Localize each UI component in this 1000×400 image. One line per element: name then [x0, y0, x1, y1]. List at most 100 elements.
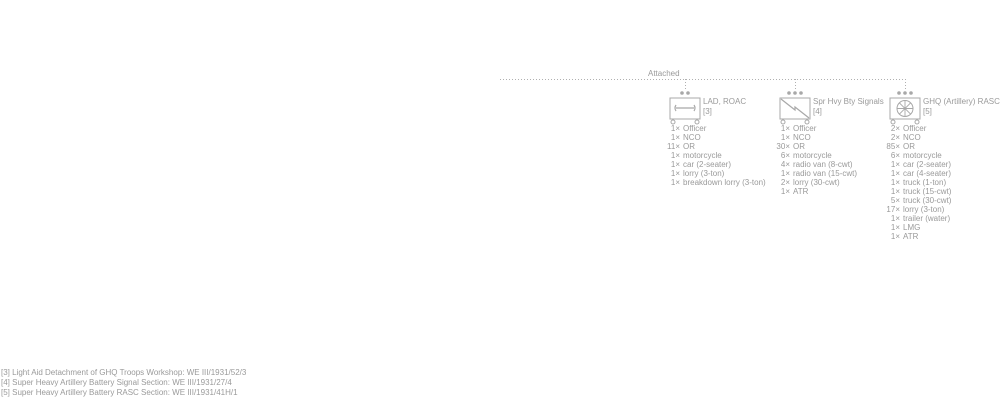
- equipment-qty: 1×: [780, 169, 790, 178]
- equipment-item: 1×car (2-seater): [671, 160, 766, 169]
- equipment-qty: 1×: [890, 169, 900, 178]
- equipment-item: 17×lorry (3-ton): [886, 205, 951, 214]
- equipment-item: 11×OR: [667, 142, 766, 151]
- equipment-item: 4×radio van (8-cwt): [781, 160, 857, 169]
- unit-name: GHQ (Artillery) RASC: [923, 97, 1000, 106]
- equipment-qty: 1×: [890, 214, 900, 223]
- equipment-qty: 1×: [890, 232, 900, 241]
- equipment-label: truck (30-cwt): [903, 196, 952, 205]
- equipment-qty: 1×: [670, 133, 680, 142]
- signals-icon: [779, 91, 811, 125]
- equipment-item: 1×lorry (3-ton): [671, 169, 766, 178]
- equipment-item: 1×radio van (15-cwt): [781, 169, 858, 178]
- equipment-item: 2×NCO: [891, 133, 951, 142]
- equipment-qty: 1×: [890, 223, 900, 232]
- equipment-list: 1×Officer 1×NCO 30×OR 6×motorcycle 4×rad…: [776, 124, 858, 196]
- equipment-item: 1×truck (1-ton): [891, 178, 951, 187]
- equipment-qty: 11×: [667, 142, 680, 151]
- unit-ref: [5]: [923, 107, 932, 116]
- equipment-item: 1×car (4-seater): [891, 169, 952, 178]
- equipment-item: 2×Officer: [891, 124, 951, 133]
- equipment-label: OR: [903, 142, 915, 151]
- equipment-label: lorry (3-ton): [903, 205, 945, 214]
- equipment-label: truck (15-cwt): [903, 187, 952, 196]
- equipment-qty: 2×: [890, 124, 900, 133]
- footnote: [5] Super Heavy Artillery Battery RASC S…: [1, 388, 238, 397]
- equipment-label: NCO: [793, 133, 811, 142]
- equipment-label: OR: [793, 142, 805, 151]
- equipment-item: 85×OR: [886, 142, 951, 151]
- equipment-label: truck (1-ton): [903, 178, 947, 187]
- equipment-qty: 1×: [890, 187, 900, 196]
- equipment-list: 2×Officer 2×NCO 85×OR 6×motorcycle 1×car…: [886, 124, 952, 241]
- equipment-qty: 1×: [890, 160, 900, 169]
- equipment-qty: 5×: [890, 196, 900, 205]
- equipment-qty: 1×: [780, 133, 790, 142]
- equipment-label: Officer: [903, 124, 927, 133]
- equipment-item: 1×Officer: [671, 124, 766, 133]
- equipment-label: radio van (15-cwt): [793, 169, 858, 178]
- equipment-qty: 1×: [670, 124, 680, 133]
- equipment-item: 6×motorcycle: [891, 151, 951, 160]
- equipment-label: OR: [683, 142, 695, 151]
- equipment-label: motorcycle: [683, 151, 722, 160]
- attached-label: Attached: [648, 69, 680, 78]
- equipment-qty: 1×: [890, 178, 900, 187]
- equipment-qty: 85×: [886, 142, 900, 151]
- wrench-icon: [669, 91, 701, 125]
- equipment-item: 5×truck (30-cwt): [891, 196, 952, 205]
- equipment-qty: 1×: [670, 160, 680, 169]
- equipment-label: lorry (30-cwt): [793, 178, 840, 187]
- equipment-label: trailer (water): [903, 214, 951, 223]
- footnotes: [3] Light Aid Detachment of GHQ Troops W…: [1, 368, 246, 398]
- equipment-qty: 2×: [780, 178, 790, 187]
- equipment-item: 1×car (2-seater): [891, 160, 952, 169]
- equipment-item: 2×lorry (30-cwt): [781, 178, 857, 187]
- equipment-qty: 17×: [886, 205, 900, 214]
- equipment-qty: 1×: [670, 178, 680, 187]
- equipment-qty: 1×: [780, 124, 790, 133]
- equipment-item: 30×OR: [776, 142, 857, 151]
- equipment-item: 1×trailer (water): [891, 214, 951, 223]
- equipment-label: car (4-seater): [903, 169, 952, 178]
- equipment-item: 1×motorcycle: [671, 151, 766, 160]
- footnote: [3] Light Aid Detachment of GHQ Troops W…: [1, 368, 247, 377]
- equipment-item: 1×NCO: [671, 133, 766, 142]
- unit-name: Spr Hvy Bty Signals: [813, 97, 884, 106]
- unit-ref: [4]: [813, 107, 822, 116]
- equipment-list: 1×Officer 1×NCO 11×OR 1×motorcycle 1×car…: [667, 124, 766, 187]
- equipment-qty: 1×: [780, 187, 790, 196]
- equipment-label: motorcycle: [903, 151, 942, 160]
- equipment-label: breakdown lorry (3-ton): [683, 178, 766, 187]
- equipment-item: 1×NCO: [781, 133, 857, 142]
- equipment-qty: 30×: [776, 142, 790, 151]
- equipment-qty: 6×: [780, 151, 790, 160]
- equipment-item: 1×Officer: [781, 124, 857, 133]
- equipment-label: Officer: [683, 124, 707, 133]
- equipment-label: NCO: [683, 133, 701, 142]
- equipment-label: radio van (8-cwt): [793, 160, 853, 169]
- equipment-label: NCO: [903, 133, 921, 142]
- equipment-item: 6×motorcycle: [781, 151, 857, 160]
- equipment-qty: 2×: [890, 133, 900, 142]
- unit-ref: [3]: [703, 107, 712, 116]
- equipment-label: lorry (3-ton): [683, 169, 725, 178]
- equipment-qty: 1×: [670, 151, 680, 160]
- unit-name: LAD, ROAC: [703, 97, 747, 106]
- equipment-qty: 6×: [890, 151, 900, 160]
- equipment-label: ATR: [903, 232, 919, 241]
- equipment-qty: 4×: [780, 160, 790, 169]
- equipment-label: Officer: [793, 124, 817, 133]
- equipment-label: car (2-seater): [683, 160, 732, 169]
- equipment-item: 1×ATR: [781, 187, 857, 196]
- equipment-qty: 1×: [670, 169, 680, 178]
- equipment-label: LMG: [903, 223, 921, 232]
- equipment-label: motorcycle: [793, 151, 832, 160]
- equipment-label: ATR: [793, 187, 809, 196]
- supply-wheel-icon: [889, 91, 921, 125]
- equipment-label: car (2-seater): [903, 160, 952, 169]
- equipment-item: 1×LMG: [891, 223, 951, 232]
- equipment-item: 1×ATR: [891, 232, 951, 241]
- footnote: [4] Super Heavy Artillery Battery Signal…: [1, 378, 232, 387]
